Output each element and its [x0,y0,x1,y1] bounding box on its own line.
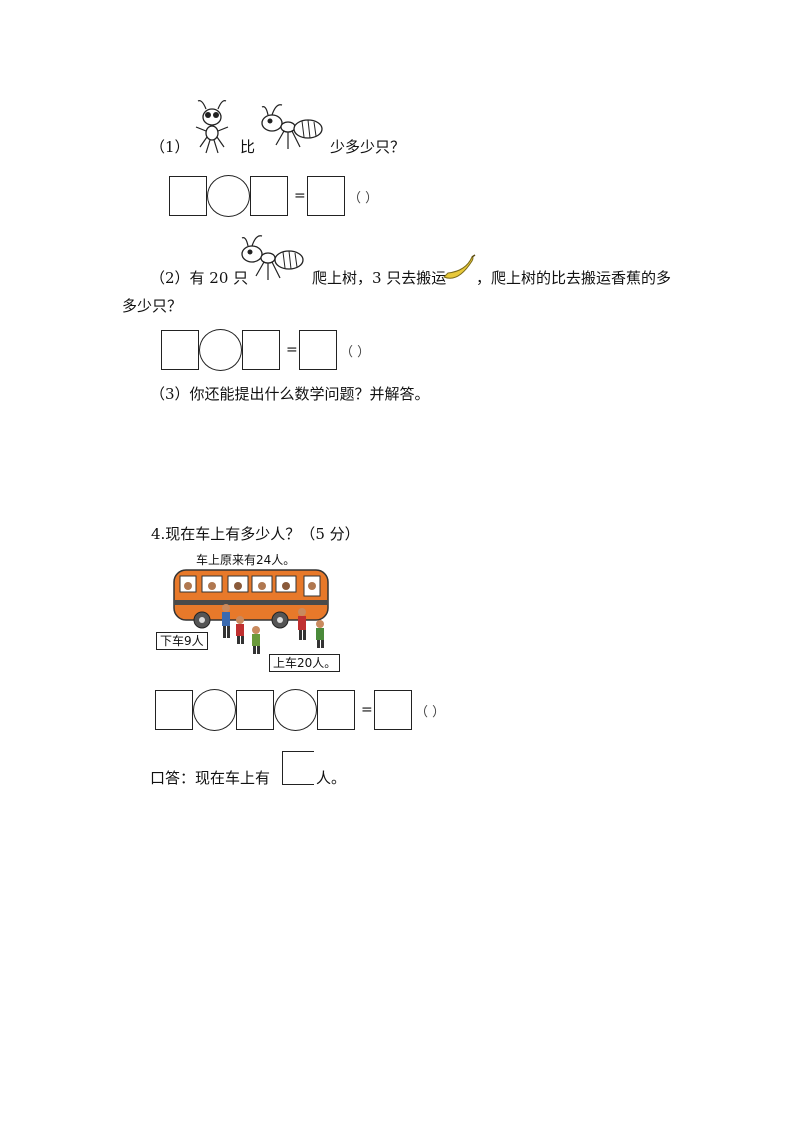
unit-paren[interactable]: （ ） [340,345,371,360]
oral-answer-box[interactable] [282,751,314,785]
operator-circle[interactable] [207,175,250,217]
oral-answer-prefix: 口答：现在车上有 [150,769,271,787]
bus-illustration [173,569,329,654]
q2-line1-c: ，爬上树的比去搬运香蕉的多 [476,269,672,287]
answer-box-2[interactable] [250,176,288,216]
result-box[interactable] [307,176,345,216]
q1-prefix: （1） [150,138,190,156]
unit-paren[interactable]: （ ） [415,705,446,720]
ant-icon-side [261,104,323,149]
q2-line1-b: 爬上树，3 只去搬运 [312,269,447,287]
q1-mid: 比 [240,138,256,156]
q2-line2: 多少只？ [122,297,183,315]
answer-box-2[interactable] [236,690,274,730]
operator-circle-1[interactable] [193,689,236,731]
banana-icon [443,254,476,279]
bubble-get-on: 上车20人。 [269,654,341,672]
equals-sign: = [361,702,373,718]
operator-circle[interactable] [199,329,242,371]
operator-circle-2[interactable] [274,689,317,731]
ant-icon-front [195,100,229,154]
q3-text: （3）你还能提出什么数学问题？并解答。 [150,385,430,403]
answer-box-1[interactable] [155,690,193,730]
answer-box-3[interactable] [317,690,355,730]
answer-box-1[interactable] [169,176,207,216]
q4-title: 4.现在车上有多少人？（5 分） [151,525,360,543]
ant-icon-side [241,235,304,280]
q1-suffix: 少多少只？ [330,138,406,156]
q2-line1-a: （2）有 20 只 [150,269,249,287]
unit-paren[interactable]: （ ） [348,191,379,206]
answer-box-2[interactable] [242,330,280,370]
bus-caption: 车上原来有24人。 [196,553,296,567]
result-box[interactable] [299,330,337,370]
result-box[interactable] [374,690,412,730]
bubble-get-off: 下车9人 [156,632,208,650]
equals-sign: = [294,188,306,204]
answer-box-1[interactable] [161,330,199,370]
oral-answer-suffix: 人。 [316,769,347,787]
equals-sign: = [286,342,298,358]
